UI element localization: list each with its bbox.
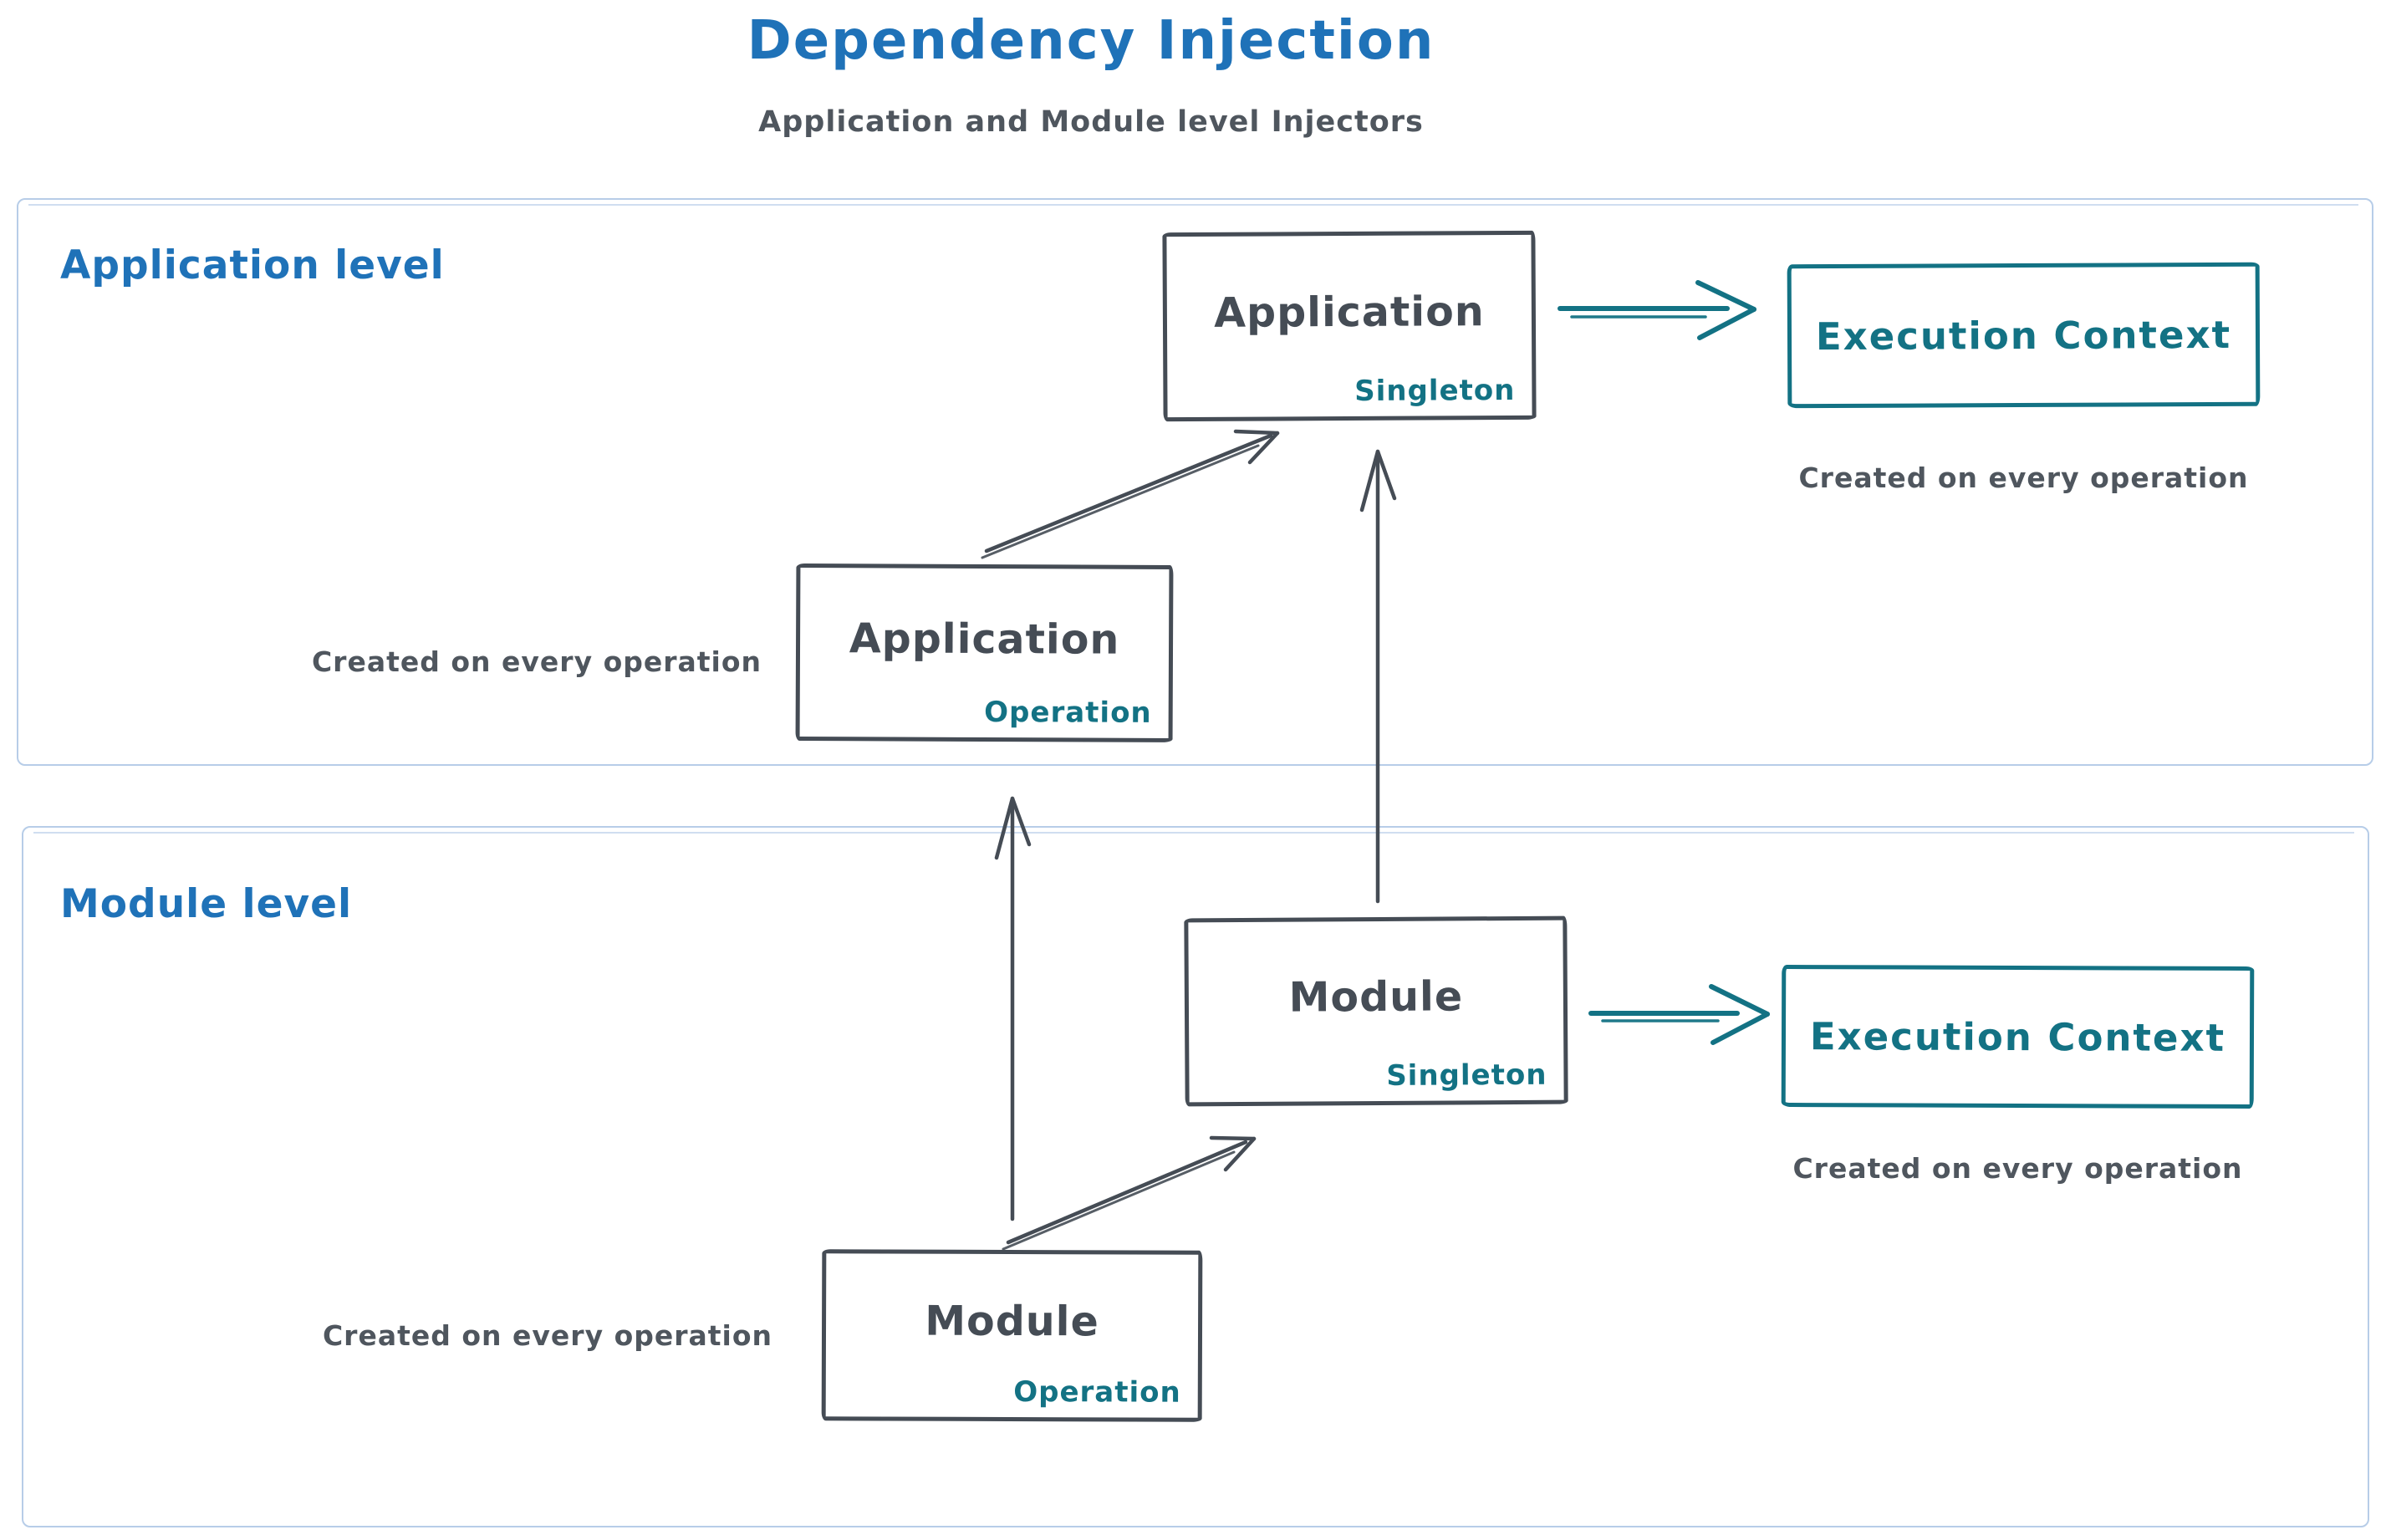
module-singleton-box: Module Singleton bbox=[1184, 915, 1568, 1107]
application-level-label: Application level bbox=[60, 242, 445, 288]
module-execution-context-box: Execution Context bbox=[1781, 965, 2255, 1109]
module-singleton-badge: Singleton bbox=[1386, 1058, 1547, 1093]
app-operation-note: Created on every operation bbox=[311, 645, 762, 678]
arrow-module-singleton-to-app-singleton-icon bbox=[1359, 449, 1397, 904]
app-operation-box: Application Operation bbox=[795, 563, 1174, 742]
app-singleton-title: Application bbox=[1213, 287, 1485, 337]
arrow-app-operation-to-app-singleton-icon bbox=[981, 429, 1280, 559]
section-border-accent bbox=[28, 204, 2358, 206]
app-operation-badge: Operation bbox=[984, 695, 1152, 730]
app-execution-context-box: Execution Context bbox=[1787, 262, 2261, 409]
arrow-app-singleton-to-execution-context-icon bbox=[1558, 280, 1756, 340]
diagram-subtitle: Application and Module level Injectors bbox=[758, 105, 1424, 139]
app-singleton-badge: Singleton bbox=[1354, 373, 1516, 408]
module-execution-context-title: Execution Context bbox=[1809, 1013, 2226, 1060]
module-singleton-title: Module bbox=[1288, 972, 1464, 1022]
module-operation-box: Module Operation bbox=[821, 1249, 1203, 1422]
section-border-accent bbox=[33, 832, 2354, 834]
module-operation-title: Module bbox=[925, 1297, 1099, 1346]
app-singleton-box: Application Singleton bbox=[1162, 230, 1537, 422]
module-operation-note: Created on every operation bbox=[322, 1319, 773, 1352]
module-level-label: Module level bbox=[60, 881, 353, 927]
module-execution-context-note: Created on every operation bbox=[1792, 1152, 2243, 1185]
app-operation-title: Application bbox=[849, 614, 1120, 664]
module-operation-badge: Operation bbox=[1013, 1375, 1181, 1410]
arrow-module-operation-to-app-operation-icon bbox=[994, 796, 1032, 1221]
application-level-section bbox=[17, 198, 2373, 766]
arrow-module-operation-to-module-singleton-icon bbox=[1002, 1135, 1257, 1251]
arrow-module-singleton-to-execution-context-icon bbox=[1588, 984, 1770, 1045]
module-level-section bbox=[22, 826, 2369, 1527]
diagram-title: Dependency Injection bbox=[747, 10, 1435, 72]
app-execution-context-note: Created on every operation bbox=[1798, 461, 2249, 494]
app-execution-context-title: Execution Context bbox=[1815, 312, 2232, 359]
